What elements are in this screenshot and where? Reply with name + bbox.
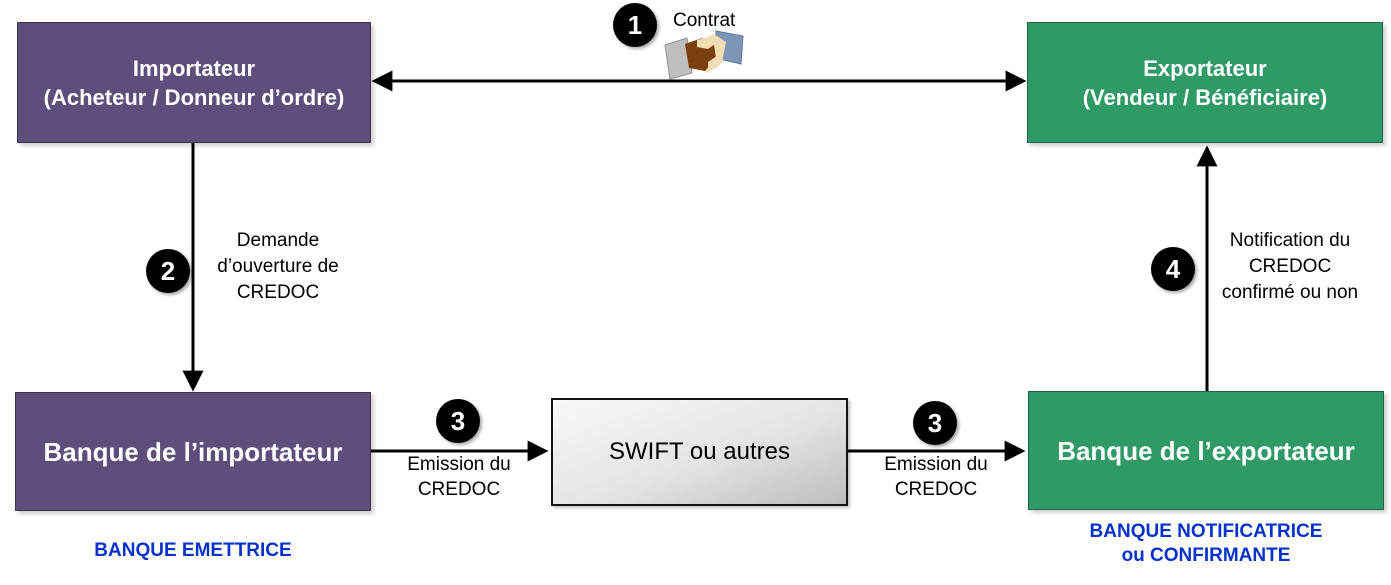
exporter-subtitle: (Vendeur / Bénéficiaire) (1082, 84, 1328, 110)
swift-label: SWIFT ou autres (609, 438, 790, 465)
importer-bank-box: Banque de l’importateur (15, 392, 371, 511)
emission-right-label: Emission du CREDOC (884, 454, 988, 500)
importer-box: Importateur (Acheteur / Donneur d’ordre) (17, 22, 371, 143)
handshake-icon (664, 30, 744, 80)
step-1-badge: 1 (613, 3, 657, 47)
exporter-title: Exportateur (1143, 55, 1267, 81)
step-4-badge: 4 (1151, 247, 1195, 291)
contract-label: Contrat (673, 10, 736, 31)
step-3-left-badge: 3 (436, 399, 480, 443)
step-2-badge: 2 (146, 249, 190, 293)
importer-title: Importateur (132, 55, 256, 81)
importer-bank-title: Banque de l’importateur (43, 436, 343, 467)
exporter-bank-box: Banque de l’exportateur (1028, 391, 1384, 510)
notification-label: Notification du CREDOC confirmé ou non (1221, 230, 1359, 303)
exporter-box: Exportateur (Vendeur / Bénéficiaire) (1027, 22, 1383, 143)
step-3-right-badge: 3 (913, 401, 957, 445)
importer-subtitle: (Acheteur / Donneur d’ordre) (43, 84, 345, 110)
issuing-bank-role-label: BANQUE EMETTRICE (94, 540, 292, 561)
emission-left-label: Emission du CREDOC (407, 454, 511, 500)
notifying-bank-role-label: BANQUE NOTIFICATRICE ou CONFIRMANTE (1089, 521, 1323, 566)
exporter-bank-title: Banque de l’exportateur (1057, 435, 1355, 466)
request-label: Demande d’ouverture de CREDOC (217, 230, 339, 303)
swift-network-box: SWIFT ou autres (551, 398, 848, 506)
